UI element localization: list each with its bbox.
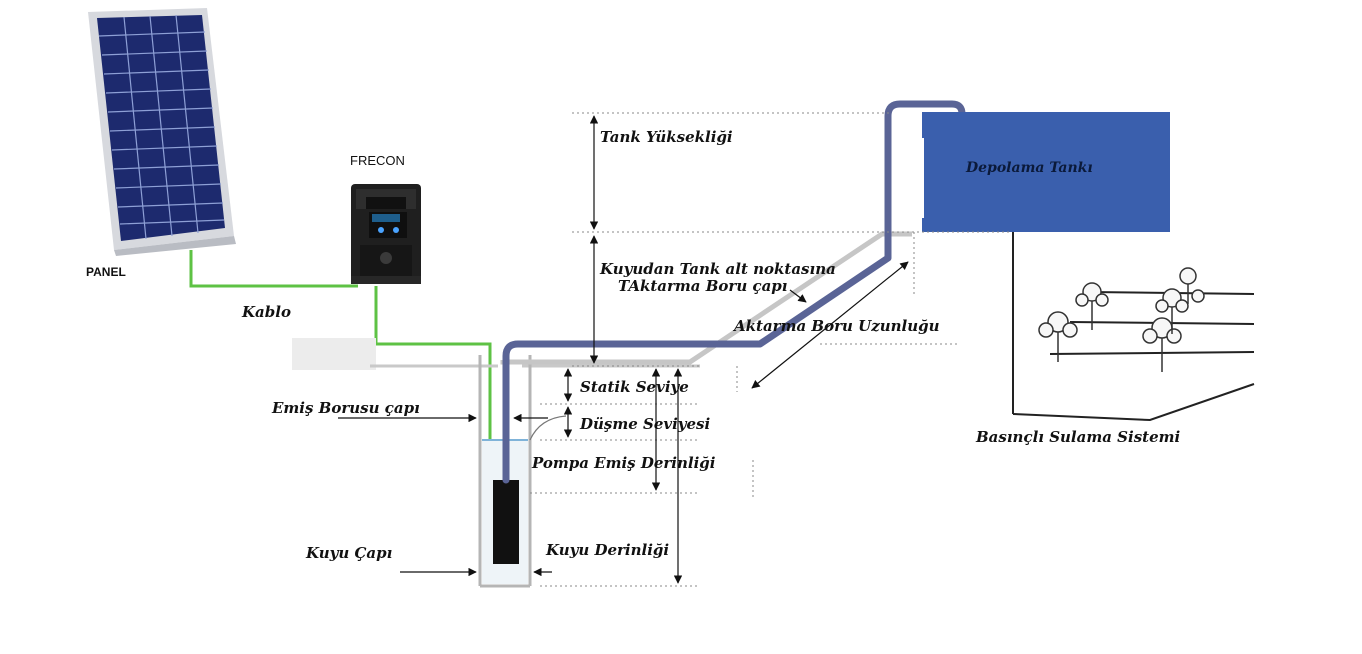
tank-height-label: Tank Yüksekliği	[600, 128, 733, 146]
dimension-arrows	[338, 115, 909, 584]
cable-label: Kablo	[242, 303, 291, 321]
drop-level-label: Düşme Seviyesi	[580, 415, 711, 433]
solar-panel	[88, 8, 236, 256]
inverter	[351, 184, 421, 284]
plants	[1038, 267, 1205, 372]
tank-label: Depolama Tankı	[966, 160, 1093, 176]
well-to-tank-label: Kuyudan Tank alt noktasına	[600, 260, 836, 278]
storage-tank	[922, 112, 1170, 232]
transfer-pipe	[502, 100, 966, 484]
well-depth-label: Kuyu Derinliği	[546, 541, 670, 559]
transfer-pipe-diameter-label: TAktarma Boru çapı	[618, 277, 788, 295]
ground	[292, 338, 700, 370]
irrigation-label: Basınçlı Sulama Sistemi	[976, 428, 1181, 446]
suction-pipe-diameter-label: Emiş Borusu çapı	[272, 399, 420, 417]
inverter-brand: FRECON	[350, 153, 405, 168]
transfer-length-label: Aktarma Boru Uzunluğu	[734, 317, 940, 335]
pump	[493, 480, 519, 564]
panel-label: PANEL	[86, 265, 126, 279]
pump-depth-label: Pompa Emiş Derinliği	[532, 454, 716, 472]
static-level-label: Statik Seviye	[580, 378, 689, 396]
well-diameter-label: Kuyu Çapı	[306, 544, 393, 562]
cable	[189, 250, 492, 478]
reference-lines	[530, 112, 1010, 587]
